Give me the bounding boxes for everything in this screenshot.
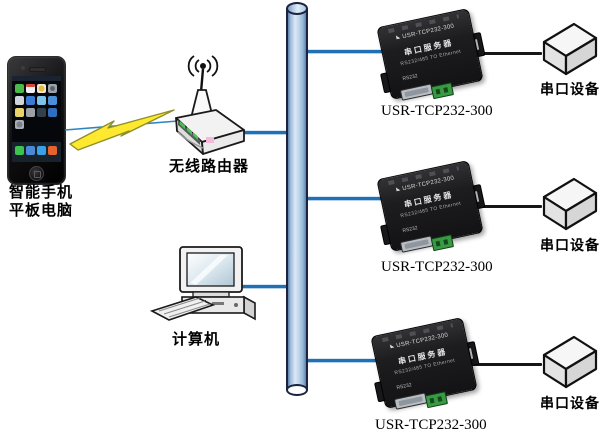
rs232-port-label: RS232 (396, 382, 413, 392)
antenna-rod (199, 68, 205, 93)
line-router-to-bus (240, 131, 290, 134)
antenna-tip (200, 63, 206, 69)
line-computer-to-bus (226, 285, 290, 288)
terminal-block-icon (430, 82, 455, 100)
db9-connector-icon (393, 392, 428, 410)
line-bus-to-server-2 (305, 197, 383, 200)
router-side-face (201, 129, 245, 155)
serial-device-box-2 (542, 177, 598, 231)
serial-device-box-1 (542, 22, 598, 76)
antenna-logo-icon: ◣ (395, 33, 402, 41)
serial-device-2-label: 串口设备 (540, 239, 600, 254)
wireless-link (64, 109, 179, 151)
line-server2-to-device2 (474, 205, 542, 208)
phone-earpiece (29, 67, 46, 72)
line-bus-to-server-1 (305, 50, 383, 53)
wireless-router (175, 55, 245, 155)
phone-screen (12, 76, 61, 162)
rs232-port-label: RS232 (402, 73, 419, 83)
db9-connector-icon (399, 83, 434, 101)
ethernet-bus-pipe-bottom (286, 384, 308, 396)
ethernet-bus-pipe-top (286, 2, 308, 15)
line-server3-to-device3 (468, 363, 542, 366)
wifi-signal-icon (187, 55, 219, 77)
serial-device-1-label: 串口设备 (540, 83, 600, 98)
desktop-computer (150, 246, 256, 321)
lightning-bolt-icon (69, 109, 175, 151)
antenna-logo-icon: ◣ (395, 185, 402, 193)
serial-server-2: ◣ USR-TCP232-300 串口服务器 RS232/485 TO Ethe… (376, 160, 486, 253)
phone-app-grid (12, 76, 61, 162)
server-3-label: USR-TCP232-300 (375, 417, 487, 433)
server-case: ◣ USR-TCP232-300 串口服务器 RS232/485 TO Ethe… (370, 317, 478, 410)
serial-device-3-label: 串口设备 (540, 397, 600, 412)
serial-server-1: ◣ USR-TCP232-300 串口服务器 RS232/485 TO Ethe… (376, 8, 486, 101)
serial-server-3: ◣ USR-TCP232-300 串口服务器 RS232/485 TO Ethe… (370, 317, 480, 410)
line-bus-to-server-3 (305, 359, 377, 362)
phone-label-line1: 智能手机 (9, 185, 74, 201)
serial-device-box-3 (542, 335, 598, 389)
terminal-block-icon (424, 391, 449, 409)
server-case: ◣ USR-TCP232-300 串口服务器 RS232/485 TO Ethe… (376, 8, 484, 101)
server-case: ◣ USR-TCP232-300 串口服务器 RS232/485 TO Ethe… (376, 160, 484, 253)
line-server1-to-device1 (474, 52, 542, 55)
tower-side (243, 295, 256, 321)
computer-label: 计算机 (171, 332, 220, 348)
phone-camera-dot (21, 66, 25, 70)
phone-home-button (29, 166, 44, 181)
server-1-label: USR-TCP232-300 (381, 103, 493, 119)
router-pink-port (206, 137, 214, 143)
ethernet-bus-pipe (286, 8, 308, 390)
phone-label-line2: 平板电脑 (9, 203, 74, 219)
router-label: 无线路由器 (168, 159, 249, 175)
server-2-label: USR-TCP232-300 (381, 259, 493, 275)
terminal-block-icon (430, 234, 455, 252)
smartphone (7, 56, 66, 185)
antenna-logo-icon: ◣ (389, 342, 396, 350)
db9-connector-icon (399, 235, 434, 253)
rs232-port-label: RS232 (402, 225, 419, 235)
